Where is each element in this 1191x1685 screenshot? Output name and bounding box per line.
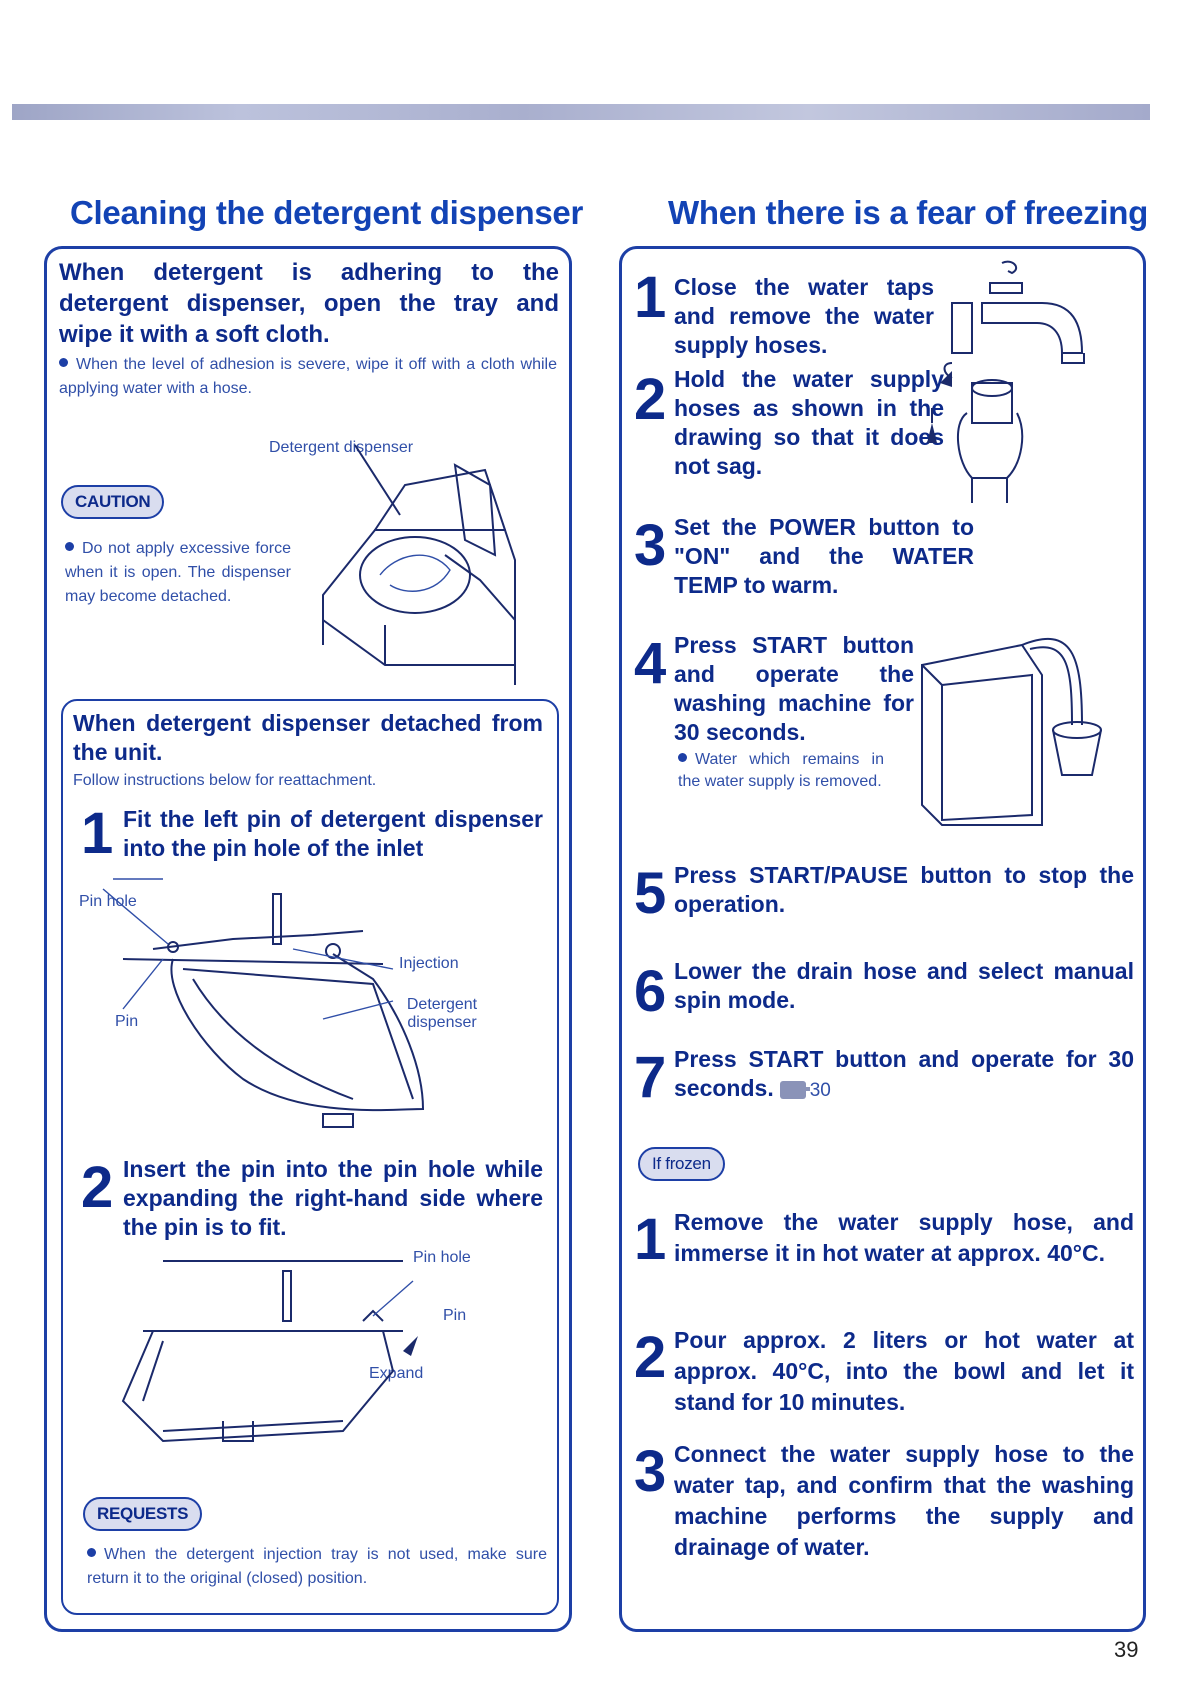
cleaning-note-text: When the level of adhesion is severe, wi… — [59, 356, 557, 397]
fig1-pin-label: Pin — [115, 1013, 139, 1030]
freeze-step-6-text: Lower the drain hose and select manual s… — [674, 958, 1134, 1013]
fig1-dispenser-label: Detergent dispenser — [406, 996, 478, 1031]
freeze-step-4-number: 4 — [634, 631, 667, 696]
detached-step-2-text: Insert the pin into the pin hole while e… — [123, 1156, 543, 1240]
freeze-step-7-label: Press START button and operate for 30 se… — [674, 1046, 1134, 1101]
cleaning-note: When the level of adhesion is severe, wi… — [59, 353, 557, 401]
cleaning-panel: When detergent is adhering to the deterg… — [44, 246, 572, 1632]
freeze-step-3-text: Set the POWER button to "ON" and the WAT… — [674, 514, 974, 598]
figure-label-dispenser: Detergent dispenser — [269, 439, 414, 456]
freeze-step-1-number: 1 — [634, 265, 667, 330]
freeze-step-4-text: Press START button and operate the washi… — [674, 632, 914, 745]
freezing-panel: 1 Close the water taps and remove the wa… — [619, 246, 1146, 1632]
cleaning-lead-text: When detergent is adhering to the deterg… — [59, 259, 559, 348]
freeze-step-5-number: 5 — [634, 861, 667, 926]
if-frozen-tag: If frozen — [638, 1147, 725, 1181]
dispenser-diagram-1 — [102, 878, 425, 1128]
washer-top-illustration — [322, 444, 516, 685]
detached-step-2-number: 2 — [81, 1155, 114, 1220]
frozen-step-1-text: Remove the water supply hose, and immers… — [674, 1209, 1134, 1266]
caution-text: Do not apply excessive force when it is … — [65, 540, 291, 605]
bullet-icon — [59, 358, 68, 368]
detached-intro: Follow instructions below for reattachme… — [73, 772, 377, 789]
freeze-step-1-text: Close the water taps and remove the wate… — [674, 274, 934, 358]
detached-step-1-text: Fit the left pin of detergent dispenser … — [123, 806, 543, 861]
detached-step-1-number: 1 — [81, 801, 114, 866]
bullet-icon — [678, 753, 687, 763]
freeze-step-2-text: Hold the water supply hoses as shown in … — [674, 366, 944, 479]
requests-note: When the detergent injection tray is not… — [87, 1543, 547, 1591]
fig1-injection-label: Injection — [399, 955, 459, 972]
bullet-icon — [87, 1548, 96, 1558]
faucet-illustration — [927, 260, 1085, 503]
fig2-pin-hole-label: Pin hole — [413, 1249, 471, 1266]
page-number: 39 — [1114, 1637, 1139, 1662]
freezing-heading: When there is a fear of freezing — [668, 194, 1149, 231]
step4-note-text: Water which remains in the water supply … — [678, 751, 884, 790]
frozen-step-2-number: 2 — [634, 1325, 667, 1390]
frozen-step-1-number: 1 — [634, 1207, 667, 1272]
fig2-pin-label: Pin — [443, 1307, 467, 1324]
page-reference-icon — [779, 1080, 810, 1099]
detached-subpanel: When detergent dispenser detached from t… — [61, 699, 559, 1615]
step4-note: Water which remains in the water supply … — [678, 749, 884, 793]
frozen-step-2-text: Pour approx. 2 liters or hot water at ap… — [674, 1327, 1134, 1415]
requests-text: When the detergent injection tray is not… — [87, 1546, 547, 1587]
frozen-step-3-number: 3 — [634, 1439, 667, 1504]
freeze-step-3-number: 3 — [634, 513, 667, 578]
page-reference-number: 30 — [809, 1080, 831, 1101]
caution-note: Do not apply excessive force when it is … — [65, 537, 291, 609]
frozen-step-3-text: Connect the water supply hose to the wat… — [674, 1441, 1134, 1560]
freeze-step-6-number: 6 — [634, 959, 667, 1024]
cleaning-heading: Cleaning the detergent dispenser — [70, 194, 584, 231]
freeze-step-7-text: Press START button and operate for 30 se… — [674, 1045, 1134, 1105]
freeze-step-5-text: Press START/PAUSE button to stop the ope… — [674, 862, 1134, 917]
fig2-expand-label: Expand — [369, 1365, 424, 1382]
freeze-step-7-number: 7 — [634, 1045, 667, 1110]
requests-tag: REQUESTS — [83, 1497, 203, 1531]
freeze-step-2-number: 2 — [634, 367, 667, 432]
bullet-icon — [65, 542, 74, 552]
caution-tag: CAUTION — [61, 485, 165, 519]
detached-title: When detergent dispenser detached from t… — [73, 710, 543, 765]
washer-hose-illustration — [921, 638, 1102, 826]
dispenser-diagram-2 — [121, 1260, 418, 1443]
top-decorative-band — [12, 104, 1150, 120]
